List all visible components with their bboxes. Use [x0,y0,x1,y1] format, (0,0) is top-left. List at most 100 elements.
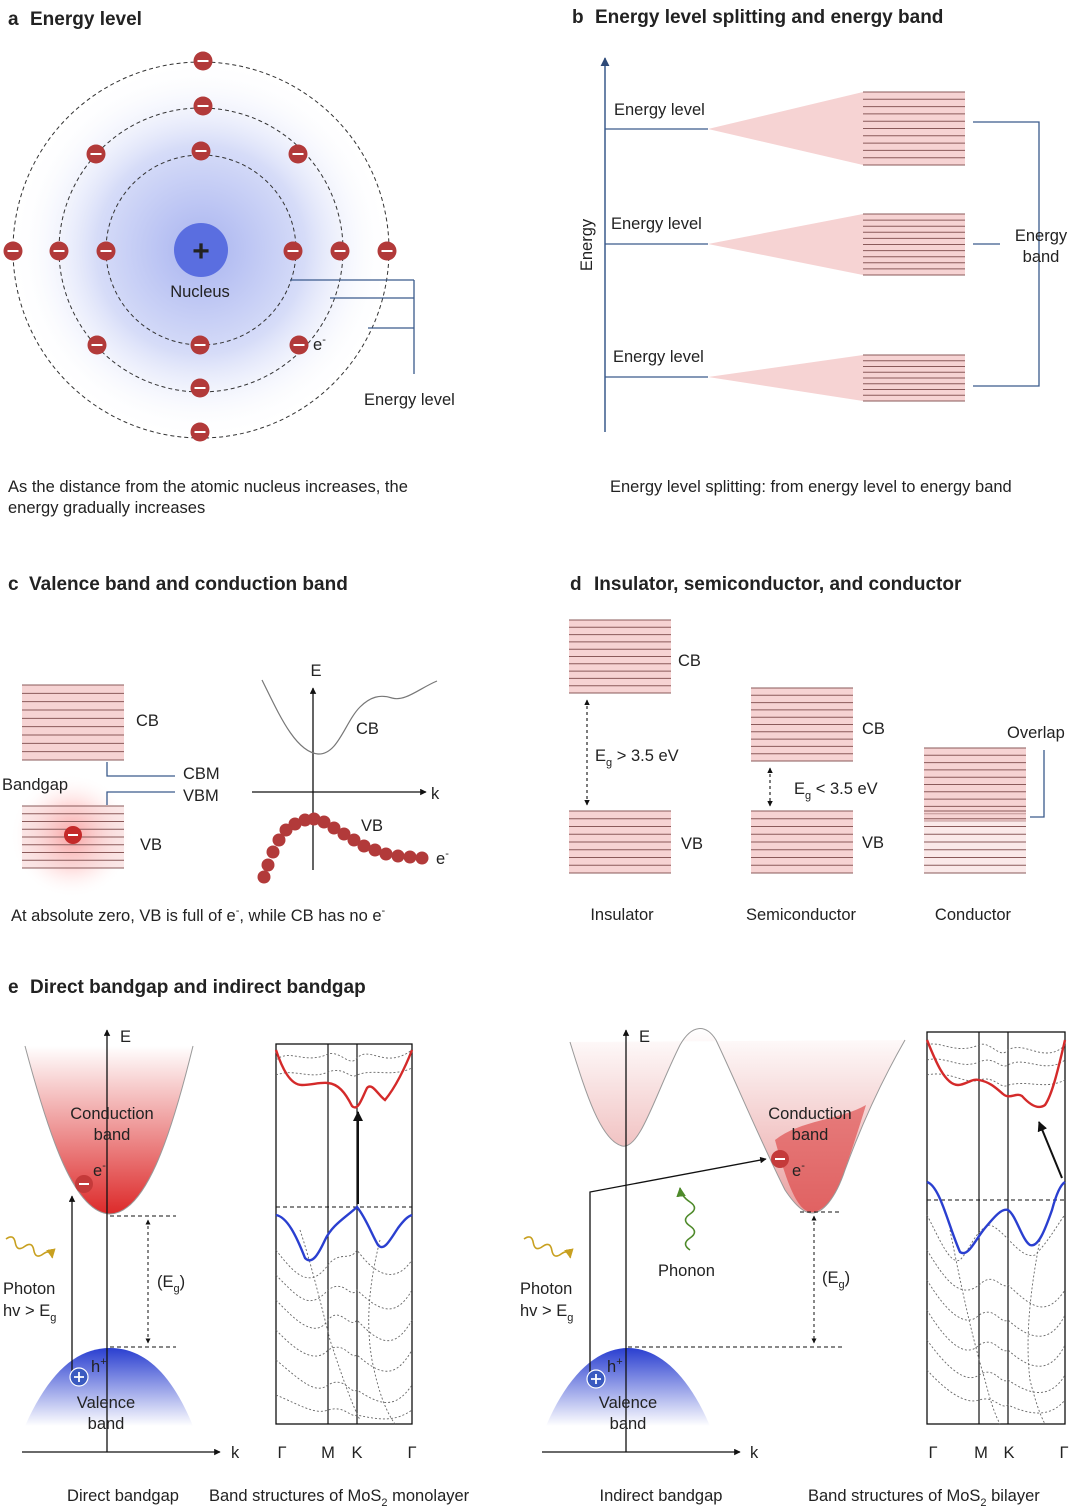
vb-electron-dot [327,821,341,835]
panel-d: d Insulator, semiconductor, and conducto… [569,574,1065,924]
nucleus-label: Nucleus [170,283,230,301]
direct-electron-label: e- [93,1160,106,1180]
indirect-vb-fill [546,1348,710,1426]
panel-e: e Direct bandgap and indirect bandgap E … [3,977,1069,1509]
indirect-k-label: k [750,1444,759,1462]
c-band-boxes [22,684,124,869]
c-cb-box [22,684,124,761]
cbm-vbm-leaders [106,762,175,805]
semiconductor-cb-label: CB [862,720,885,738]
electron-minus-icon [90,153,102,155]
indirect-cb-label-line2: band [792,1126,829,1144]
electron-minus-icon [100,250,112,252]
energy-band-box [863,91,965,166]
indirect-gap-label: (Eg) [822,1269,850,1291]
semiconductor-label: Semiconductor [746,906,857,924]
vb-electron-dot [261,858,275,872]
c-vb-curve-label: VB [361,817,383,835]
electron-minus-icon [53,250,65,252]
electron-minus-icon [293,344,305,346]
direct-bandgap-diagram: E k Conduction band Valence band e- h+ (… [3,1028,240,1505]
panel-a-caption-line2: energy gradually increases [8,499,205,517]
insulator-label: Insulator [590,906,654,924]
indirect-photon-relation: hv > Eg [520,1302,573,1324]
bilayer-kpoint-m: M [974,1444,988,1462]
energy-band-box [863,354,965,402]
panel-b: b Energy level splitting and energy band… [572,7,1068,496]
energy-axis-label: Energy [578,218,596,271]
direct-cb-label-line1: Conduction [70,1105,153,1123]
monolayer-cb-curve [274,1049,414,1109]
indirect-photon-label: Photon [520,1280,572,1298]
monolayer-caption: Band structures of MoS2 monolayer [209,1487,470,1509]
vb-electron-dot [403,850,417,864]
panel-b-caption: Energy level splitting: from energy leve… [610,478,1012,496]
indirect-vb-label-line1: Valence [599,1394,657,1412]
direct-vb-label-line1: Valence [77,1394,135,1412]
direct-photon-label: Photon [3,1280,55,1298]
electron-minus-icon [195,150,207,152]
panel-a: a Energy level + Nucleus e- Energy level… [3,9,455,517]
panel-a-caption-line1: As the distance from the atomic nucleus … [8,478,408,496]
indirect-bandgap-diagram: E k Conduction band Valence band e- h+ P… [520,1028,906,1505]
energy-level-label-bottom: Energy level [613,348,704,366]
cbm-label: CBM [183,765,220,783]
direct-e-label: E [120,1028,131,1046]
panel-d-title: Insulator, semiconductor, and conductor [594,574,962,595]
monolayer-frame [275,1043,413,1425]
panel-a-title: Energy level [30,9,142,30]
nucleus [174,223,228,277]
bilayer-vb-curve [926,1180,1066,1255]
panel-d-letter: d [570,574,582,595]
indirect-electron-label: e- [792,1160,805,1180]
semiconductor-vb-box [751,810,853,874]
monolayer-kpoint-gamma-start: Γ [277,1444,286,1462]
direct-cb-label-line2: band [94,1126,131,1144]
electrons-group [3,51,397,442]
c-vb-label: VB [140,836,162,854]
splitting-cone [708,355,863,401]
direct-vb-label-line2: band [88,1415,125,1433]
direct-photon-relation: hv > Eg [3,1302,56,1324]
electron-minus-icon [287,250,299,252]
panel-b-title: Energy level splitting and energy band [595,7,943,28]
electron-minus-icon [197,105,209,107]
c-k-axis-label: k [431,785,440,803]
panel-c-title: Valence band and conduction band [29,574,348,595]
direct-hole-plus-icon [74,1372,84,1382]
indirect-cb-label-line1: Conduction [768,1105,851,1123]
splitting-cone [708,214,863,275]
vb-electron-dot [347,833,361,847]
indirect-photon-wave-icon [523,1236,574,1259]
energy-level-label-middle: Energy level [611,215,702,233]
panel-c: c Valence band and conduction band CB VB… [2,574,449,925]
electron-minus-icon [194,387,206,389]
c-electron-label: e- [436,848,449,868]
insulator-cb-label: CB [678,652,701,670]
electron-minus-icon [91,344,103,346]
semiconductor-gap-label: Eg < 3.5 eV [794,780,878,802]
bilayer-transition-arrow [1037,1121,1063,1179]
energy-band-box [863,213,965,276]
vb-electron-dot [337,827,351,841]
energy-level-label: Energy level [364,391,455,409]
direct-bandgap-caption: Direct bandgap [67,1487,179,1505]
energy-band-bracket [973,121,1040,387]
panel-c-letter: c [8,574,19,595]
vb-electron-dot [415,851,429,865]
bilayer-kpoint-gamma-start: Γ [928,1444,937,1462]
direct-photon-wave-icon [5,1236,56,1259]
energy-level-label-top: Energy level [614,101,705,119]
splitting-cone [708,92,863,165]
panel-b-letter: b [572,7,584,28]
conductor-vb-box [924,810,1026,874]
panel-e-letter: e [8,977,19,998]
monolayer-kpoint-gamma-end: Γ [407,1444,416,1462]
direct-electron-minus-icon [79,1183,89,1185]
vb-electron-minus-icon [68,834,78,836]
vb-electron-dot [368,843,382,857]
electron-minus-icon [292,153,304,155]
vbm-label: VBM [183,787,219,805]
electron-minus-icon [194,344,206,346]
bilayer-kpoint-gamma-end: Γ [1059,1444,1068,1462]
